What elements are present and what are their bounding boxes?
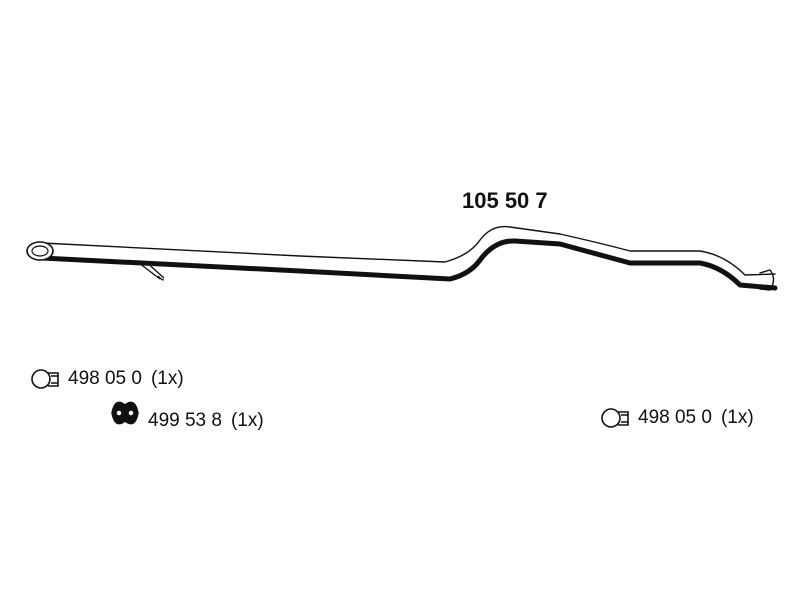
rubber-mount-icon: [111, 401, 139, 425]
accessory-label: 499 53 8 (1x): [148, 410, 264, 432]
accessory-label: 498 05 0 (1x): [68, 368, 184, 390]
accessory-qty: (1x): [720, 407, 754, 428]
clamp-icon: [601, 408, 629, 428]
accessory-qty: (1x): [150, 368, 184, 389]
accessory-qty: (1x): [230, 410, 264, 431]
accessory-code: 499 53 8: [148, 410, 222, 431]
hanger-bracket: [138, 260, 165, 281]
part-number-label: 105 50 7: [462, 188, 548, 213]
accessory-code: 498 05 0: [638, 407, 712, 428]
accessory-code: 498 05 0: [68, 368, 142, 389]
accessory-label: 498 05 0 (1x): [638, 407, 754, 429]
pipe-inlet: [26, 241, 54, 261]
exhaust-pipe: [39, 225, 778, 291]
clamp-icon: [31, 369, 59, 389]
